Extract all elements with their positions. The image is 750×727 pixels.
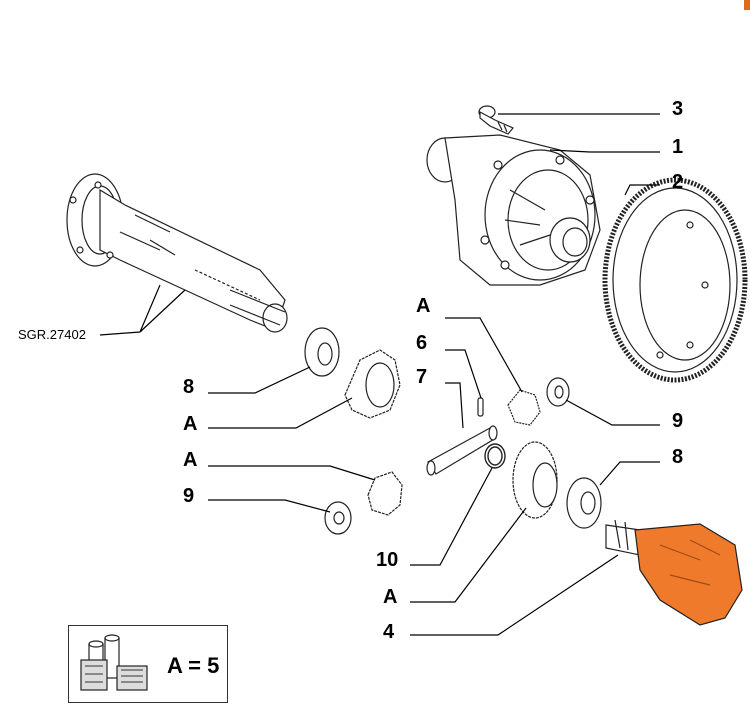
washer-bottom-left xyxy=(324,501,352,535)
side-gear-bottom xyxy=(512,441,558,519)
callout-A-left-2: A xyxy=(183,449,198,471)
thrust-washer-right-top xyxy=(546,377,570,407)
spider-gear-top xyxy=(507,389,541,426)
reference-code: SGR.27402 xyxy=(18,327,86,342)
callout-7: 7 xyxy=(416,366,428,388)
planet-gear-bottom-left xyxy=(367,471,403,516)
parts-kit-icon xyxy=(80,634,148,691)
callout-3: 3 xyxy=(672,98,684,120)
callout-6: 6 xyxy=(416,332,428,354)
leader-lines xyxy=(99,113,660,636)
drive-shaft xyxy=(66,173,288,333)
callout-9-left: 9 xyxy=(183,485,195,507)
planet-gear-left xyxy=(344,349,401,419)
crown-gear xyxy=(602,177,748,383)
cv-joint xyxy=(605,519,743,626)
callout-A-top: A xyxy=(416,295,431,317)
washer-right xyxy=(566,477,602,529)
bolt xyxy=(478,105,514,135)
callout-10: 10 xyxy=(376,549,399,571)
callout-4: 4 xyxy=(383,621,395,643)
callout-9-right: 9 xyxy=(672,410,684,432)
pinion-shaft xyxy=(426,425,498,476)
washer-left xyxy=(304,327,340,377)
kit-note: A = 5 xyxy=(167,653,220,678)
snap-ring xyxy=(484,443,506,469)
callout-2: 2 xyxy=(672,171,684,193)
callout-8-right: 8 xyxy=(672,446,684,468)
pin xyxy=(477,397,484,417)
differential-housing xyxy=(426,134,601,286)
corner-mark xyxy=(744,0,750,10)
callout-1: 1 xyxy=(672,136,684,158)
callout-8-left: 8 xyxy=(183,376,195,398)
kit-note-box: A = 5 xyxy=(68,625,228,703)
callout-A-left-1: A xyxy=(183,413,198,435)
callout-A-bottom: A xyxy=(383,586,398,608)
